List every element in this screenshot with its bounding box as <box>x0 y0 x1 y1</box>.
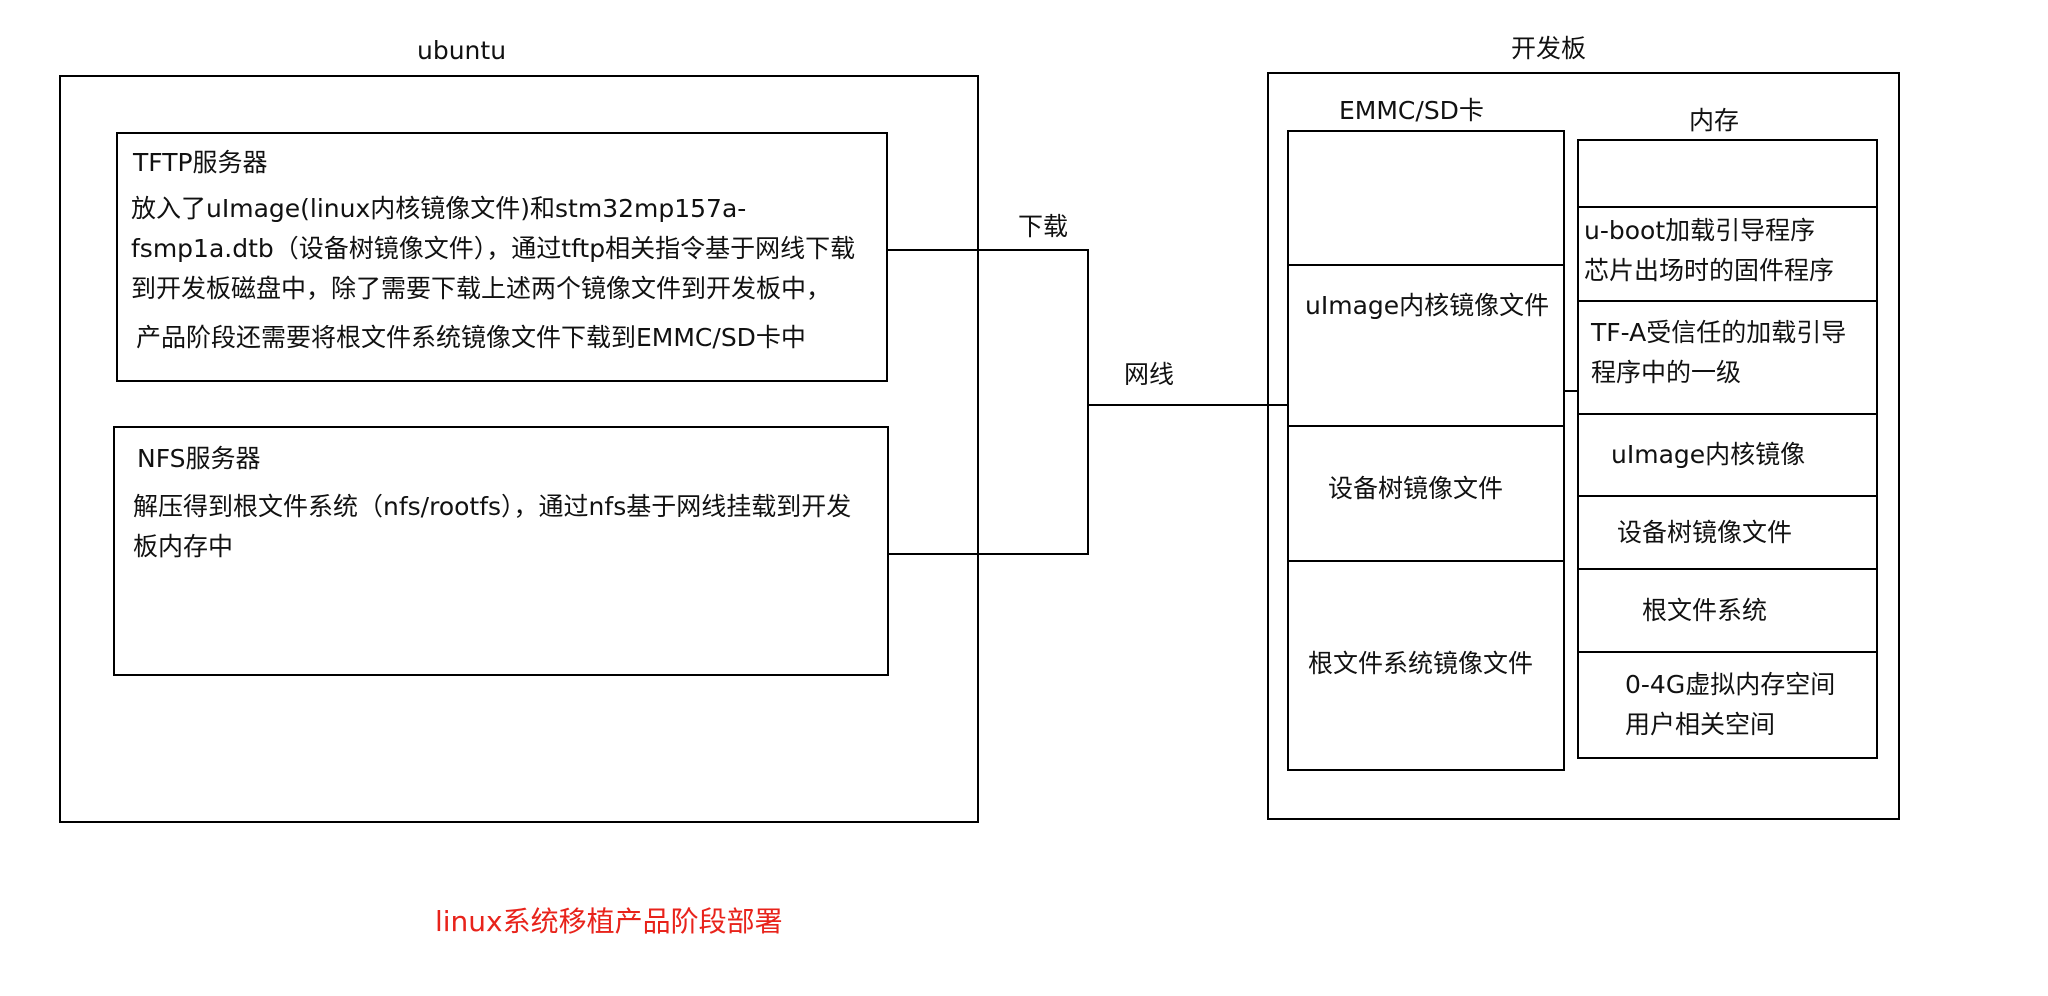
network-cable-label: 网线 <box>1124 360 1175 389</box>
emmc-cell-uimage: uImage内核镜像文件 <box>1289 264 1563 425</box>
nfs-server-box <box>113 426 889 676</box>
memory-cell-uimage: uImage内核镜像 <box>1579 413 1876 495</box>
tftp-server-line-3: 到开发板磁盘中，除了需要下载上述两个镜像文件到开发板中， <box>131 274 832 303</box>
nfs-connector-line <box>889 553 1088 555</box>
tftp-server-box <box>116 132 888 382</box>
emmc-cell-rootfs-text: 根文件系统镜像文件 <box>1308 649 1534 678</box>
memory-cell-rootfs-text: 根文件系统 <box>1642 596 1768 625</box>
memory-title: 内存 <box>1689 106 1740 135</box>
memory-cell-uboot: u-boot加载引导程序 芯片出场时的固件程序 <box>1579 206 1876 300</box>
ubuntu-title: ubuntu <box>417 36 507 65</box>
nfs-server-line-2: 板内存中 <box>133 532 234 561</box>
emmc-box: uImage内核镜像文件 设备树镜像文件 根文件系统镜像文件 <box>1287 130 1565 771</box>
memory-cell-user-space-line-2: 用户相关空间 <box>1625 710 1776 739</box>
emmc-cell-dtb-text: 设备树镜像文件 <box>1328 474 1504 503</box>
memory-cell-dtb-text: 设备树镜像文件 <box>1617 518 1793 547</box>
junction-vertical-line <box>1087 249 1089 555</box>
tftp-server-title: TFTP服务器 <box>133 148 268 177</box>
memory-cell-user-space-line-1: 0-4G虚拟内存空间 <box>1625 670 1836 699</box>
memory-cell-dtb: 设备树镜像文件 <box>1579 495 1876 568</box>
memory-cell-uboot-line-1: u-boot加载引导程序 <box>1584 216 1816 245</box>
memory-cell-rootfs: 根文件系统 <box>1579 568 1876 651</box>
emmc-memory-link <box>1565 390 1577 392</box>
tftp-connector-line <box>888 249 1088 251</box>
emmc-cell-dtb: 设备树镜像文件 <box>1289 425 1563 560</box>
network-cable-line <box>1087 404 1289 406</box>
nfs-server-line-1: 解压得到根文件系统（nfs/rootfs），通过nfs基于网线挂载到开发 <box>133 492 852 521</box>
tftp-server-line-4: 产品阶段还需要将根文件系统镜像文件下载到EMMC/SD卡中 <box>136 323 806 352</box>
memory-box: u-boot加载引导程序 芯片出场时的固件程序 TF-A受信任的加载引导 程序中… <box>1577 139 1878 759</box>
memory-cell-uimage-text: uImage内核镜像 <box>1611 440 1806 469</box>
memory-cell-uboot-line-2: 芯片出场时的固件程序 <box>1584 256 1835 285</box>
emmc-cell-uimage-text: uImage内核镜像文件 <box>1305 291 1550 320</box>
emmc-cell-empty <box>1289 132 1563 264</box>
memory-cell-tfa-line-2: 程序中的一级 <box>1591 358 1742 387</box>
memory-cell-user-space: 0-4G虚拟内存空间 用户相关空间 <box>1579 651 1876 757</box>
memory-cell-empty <box>1579 141 1876 206</box>
emmc-title: EMMC/SD卡 <box>1339 96 1484 125</box>
memory-cell-tfa-line-1: TF-A受信任的加载引导 <box>1591 318 1847 347</box>
tftp-server-line-1: 放入了uImage(linux内核镜像文件)和stm32mp157a- <box>131 194 747 223</box>
nfs-server-title: NFS服务器 <box>137 444 261 473</box>
ubuntu-box <box>59 75 979 823</box>
diagram-caption: linux系统移植产品阶段部署 <box>435 905 783 938</box>
board-box <box>1267 72 1900 820</box>
download-label: 下载 <box>1018 212 1069 241</box>
tftp-server-line-2: fsmp1a.dtb（设备树镜像文件），通过tftp相关指令基于网线下载 <box>131 234 856 263</box>
emmc-cell-rootfs: 根文件系统镜像文件 <box>1289 560 1563 769</box>
memory-cell-tfa: TF-A受信任的加载引导 程序中的一级 <box>1579 300 1876 413</box>
board-title: 开发板 <box>1511 34 1587 63</box>
